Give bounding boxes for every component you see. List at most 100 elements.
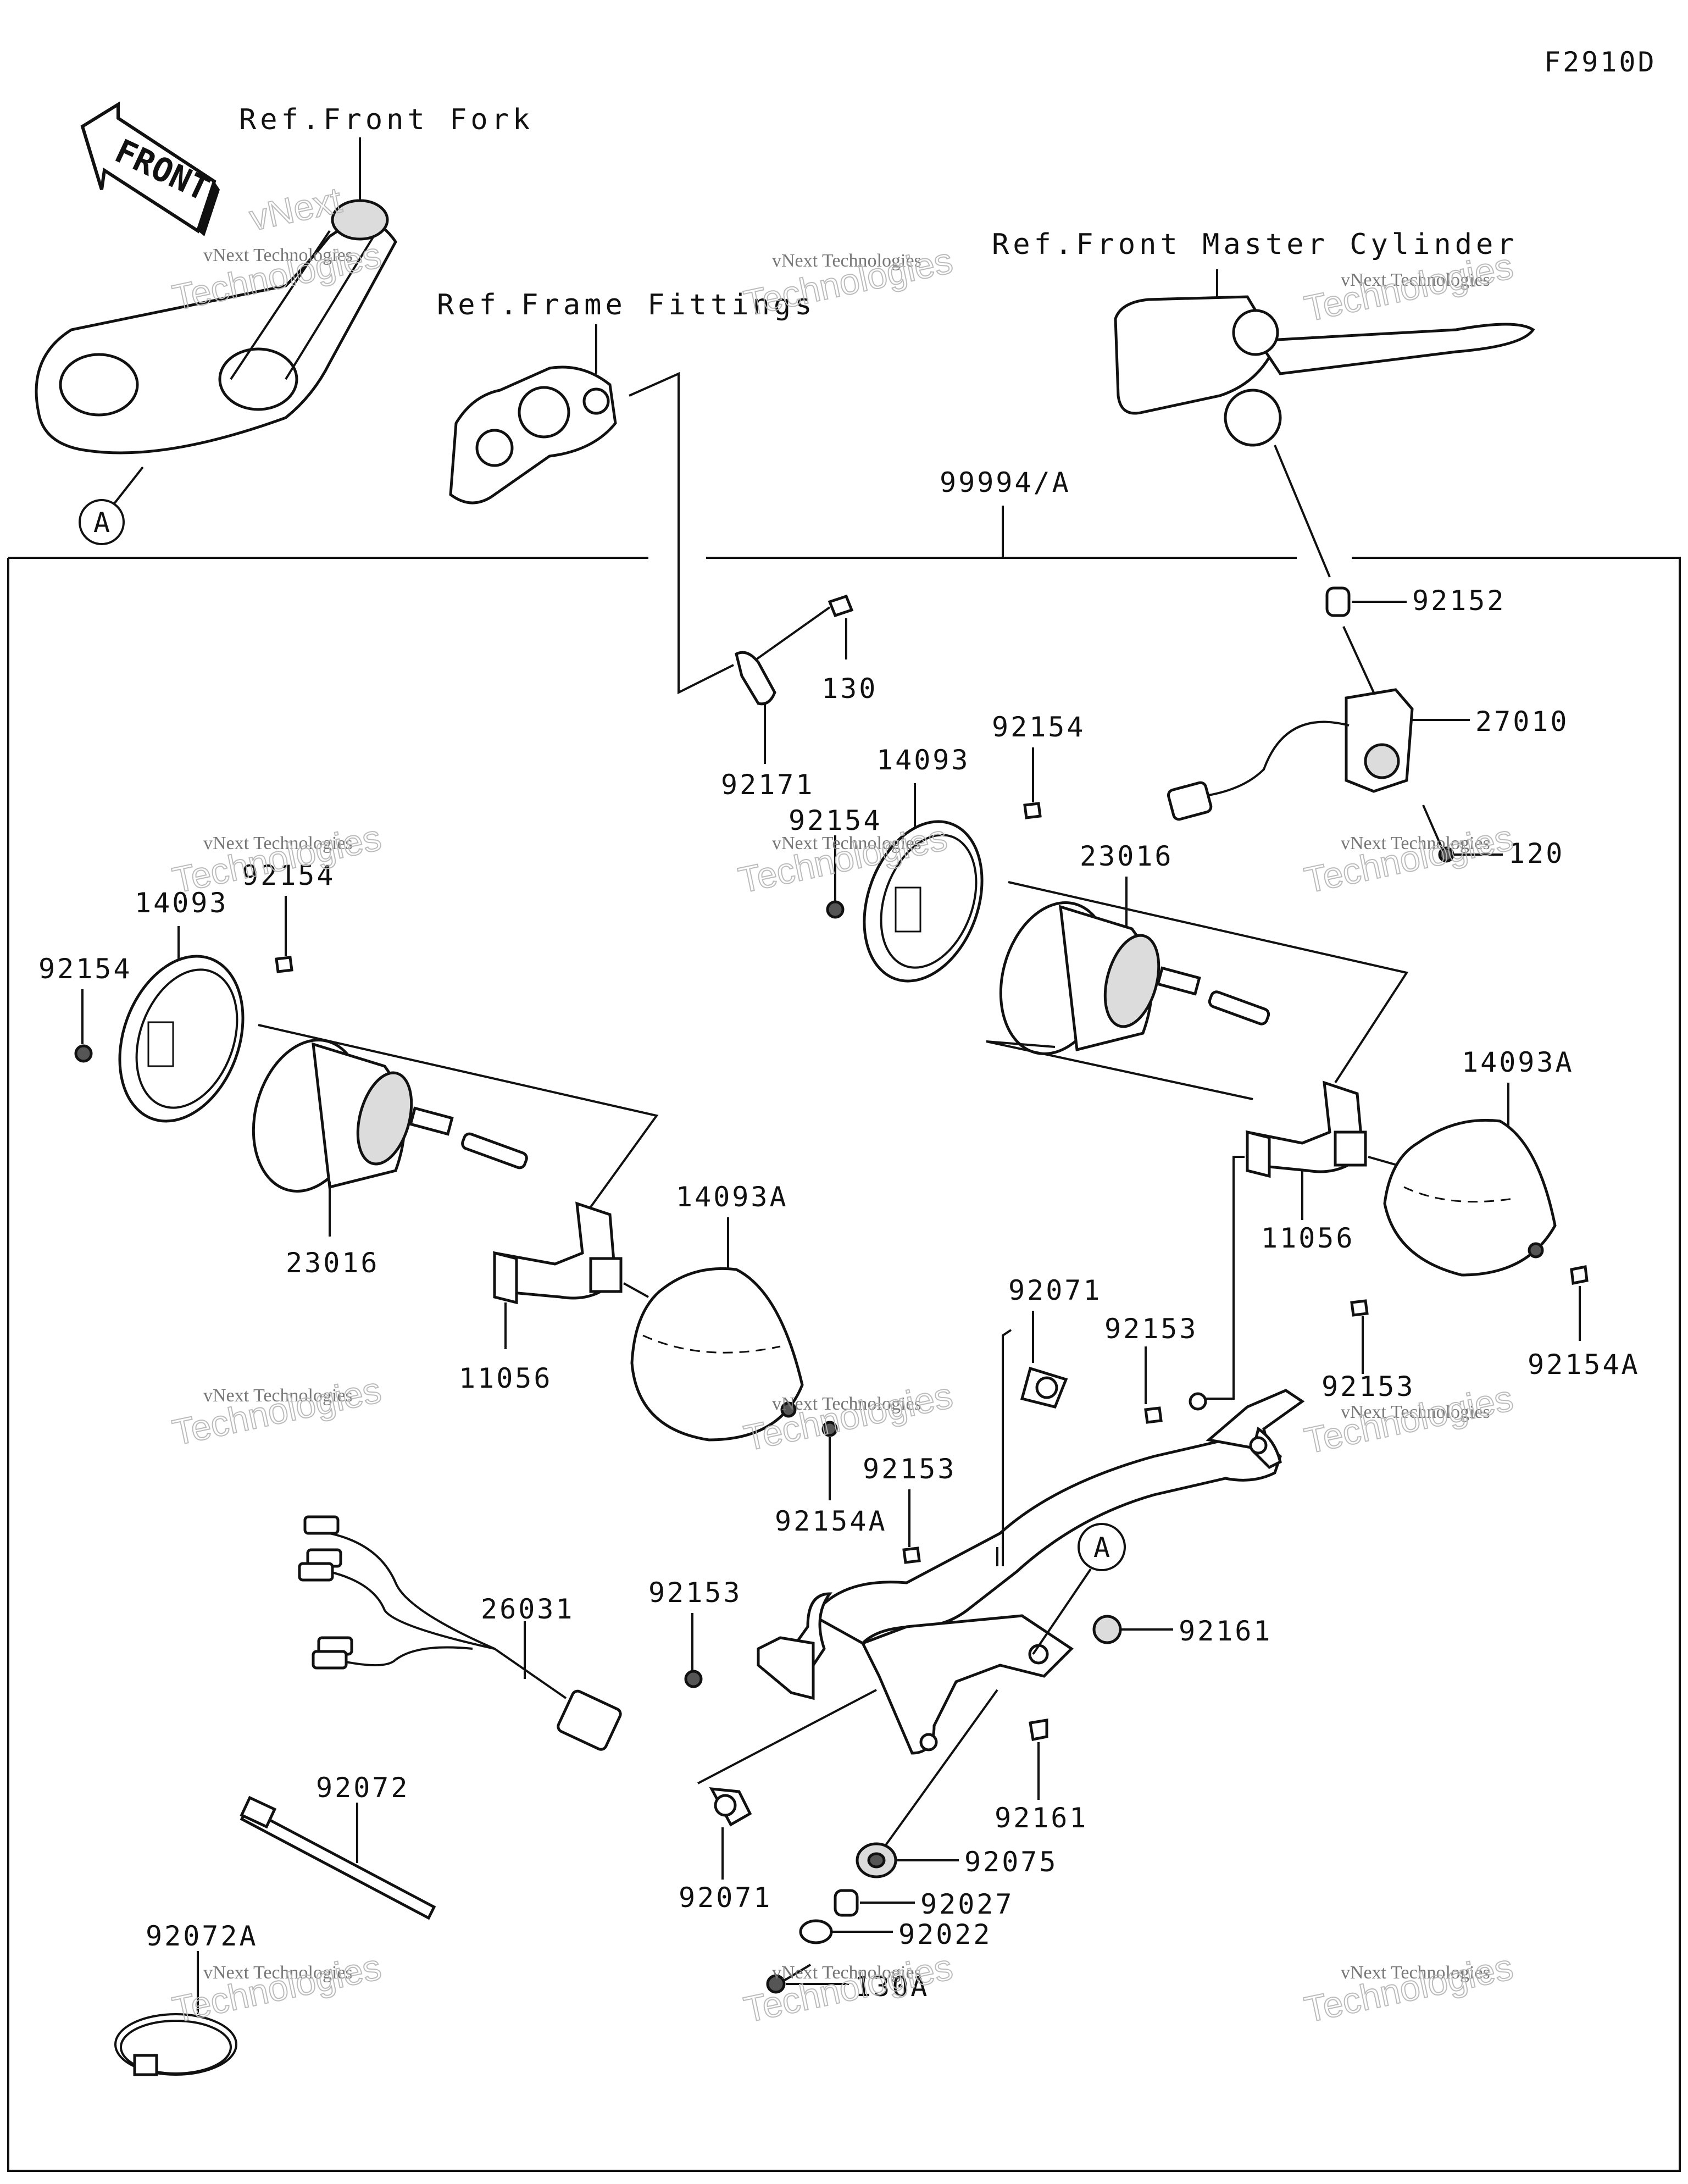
- front-master-cylinder-part: [1114, 269, 1535, 447]
- grommet-92071-lower: [709, 1787, 752, 1827]
- watermark-text: vNext Technologies: [1341, 1963, 1490, 1983]
- collar-92152: [1325, 586, 1351, 617]
- label-92071-lower: 92071: [679, 1882, 773, 1914]
- screw-92154-left: [74, 1044, 93, 1063]
- label-92071-upper: 92071: [1008, 1274, 1102, 1306]
- label-92154-upper-left: 92154: [789, 805, 882, 836]
- damper-92075: [856, 1842, 897, 1878]
- label-92154a-upper: 92154A: [1528, 1349, 1640, 1381]
- label-92072a: 92072A: [146, 1920, 258, 1952]
- label-23016-left: 23016: [286, 1247, 380, 1279]
- frame-fittings-part: [449, 324, 617, 505]
- headlight-unit-23016-upper: [999, 901, 1270, 1055]
- watermark-text: vNext Technologies: [772, 1394, 921, 1414]
- washer-92022: [799, 1919, 833, 1944]
- label-92161-right: 92161: [1179, 1615, 1273, 1647]
- screw-92154a-left: [821, 1421, 838, 1437]
- watermark-outline: Technologies: [169, 1946, 385, 2030]
- label-92153-right: 92153: [1321, 1371, 1415, 1403]
- collar-92027: [834, 1889, 859, 1917]
- lens-14093a-left: [630, 1267, 804, 1442]
- watermark-text: vNext Technologies: [203, 833, 353, 853]
- label-92153-mid: 92153: [863, 1453, 957, 1485]
- watermark-text: vNext Technologies: [772, 833, 921, 853]
- label-92072: 92072: [316, 1772, 410, 1804]
- bracket-11056-left: [493, 1201, 623, 1305]
- front-arrow-icon: FRONT: [80, 101, 220, 236]
- label-26031: 26031: [481, 1593, 575, 1625]
- watermark-outline: Technologies: [1301, 817, 1517, 900]
- label-14093-upper: 14093: [876, 744, 970, 776]
- watermark-outline: vNext: [246, 179, 345, 238]
- label-92153-left: 92153: [648, 1577, 742, 1609]
- watermark-outline: Technologies: [169, 1369, 385, 1453]
- callout-a-circle-left: [79, 499, 125, 545]
- cap-92161-right: [1092, 1615, 1122, 1644]
- label-23016-upper: 23016: [1080, 840, 1174, 872]
- ref-front-fork-label: Ref.Front Fork: [239, 103, 534, 136]
- watermark-outline: Technologies: [741, 1946, 956, 2030]
- screw-92154-upper-left: [826, 900, 845, 919]
- watermark-text: vNext Technologies: [772, 251, 921, 271]
- label-92154-upper-right: 92154: [992, 711, 1086, 743]
- label-14093-left: 14093: [135, 887, 229, 919]
- label-92154-left-top: 92154: [242, 860, 336, 891]
- watermark-text: vNext Technologies: [772, 1963, 921, 1983]
- grommet-92071-upper: [1020, 1366, 1068, 1409]
- label-92171: 92171: [721, 769, 815, 801]
- screw-92154-upper-right: [1023, 802, 1042, 819]
- screw-92153-right: [1350, 1299, 1369, 1317]
- screw-92153-mid: [902, 1546, 921, 1564]
- label-120: 120: [1508, 838, 1564, 869]
- label-92152: 92152: [1412, 585, 1506, 617]
- watermark-outline: Technologies: [1301, 1946, 1517, 2030]
- label-92022: 92022: [898, 1919, 992, 1950]
- label-92154-left: 92154: [38, 953, 132, 985]
- label-11056-upper: 11056: [1261, 1222, 1355, 1254]
- diagram-code: F2910D: [1544, 46, 1657, 78]
- front-fork-part: [35, 137, 397, 454]
- screw-120: [1422, 805, 1454, 863]
- headlight-unit-23016-left: [252, 1039, 528, 1193]
- label-92075: 92075: [964, 1846, 1058, 1878]
- label-14093a-left: 14093A: [676, 1181, 789, 1213]
- headlight-carrier-frame: [757, 1389, 1305, 1755]
- cable-tie-band-92072a: [114, 2013, 237, 2076]
- label-130: 130: [821, 673, 878, 705]
- rim-14093-upper: [863, 820, 984, 983]
- watermark-text: vNext Technologies: [1341, 833, 1490, 853]
- cable-tie-92072: [240, 1795, 436, 1920]
- bolt-130a: [766, 1964, 812, 1994]
- assembly-label: 99994/A: [940, 467, 1071, 498]
- label-92161-lower: 92161: [995, 1802, 1089, 1834]
- label-11056-left: 11056: [459, 1362, 553, 1394]
- callout-a-left: A: [93, 507, 112, 539]
- lens-14093a-upper: [1383, 1118, 1557, 1277]
- label-130a: 130A: [854, 1971, 929, 2003]
- watermark-text: vNext Technologies: [1341, 1402, 1490, 1422]
- switch-27010: [1167, 688, 1414, 821]
- screw-92153-left: [684, 1670, 703, 1688]
- rim-14093-left: [118, 955, 245, 1123]
- bracket-11056-upper: [1245, 1080, 1367, 1178]
- callout-a-circle-frame: [1078, 1523, 1126, 1571]
- screw-92154a-upper: [1570, 1265, 1589, 1285]
- screw-92153-center: [1144, 1406, 1163, 1424]
- watermark-text: vNext Technologies: [203, 1963, 353, 1983]
- label-27010: 27010: [1475, 706, 1569, 738]
- ref-frame-fittings-label: Ref.Frame Fittings: [437, 289, 816, 321]
- label-92027: 92027: [920, 1888, 1014, 1920]
- watermark-text: vNext Technologies: [1341, 270, 1490, 290]
- watermark-text: vNext Technologies: [203, 1385, 353, 1406]
- label-92154a-left: 92154A: [775, 1505, 887, 1537]
- bolt-130: [743, 594, 854, 669]
- ref-front-master-cylinder-label: Ref.Front Master Cylinder: [992, 228, 1518, 261]
- callout-a-frame: A: [1093, 1532, 1112, 1564]
- label-14093a-upper: 14093A: [1462, 1046, 1574, 1078]
- clip-92171: [735, 651, 776, 706]
- label-92153-center: 92153: [1104, 1313, 1198, 1345]
- cap-92161-lower: [1029, 1719, 1048, 1741]
- watermark-text: vNext Technologies: [203, 245, 353, 265]
